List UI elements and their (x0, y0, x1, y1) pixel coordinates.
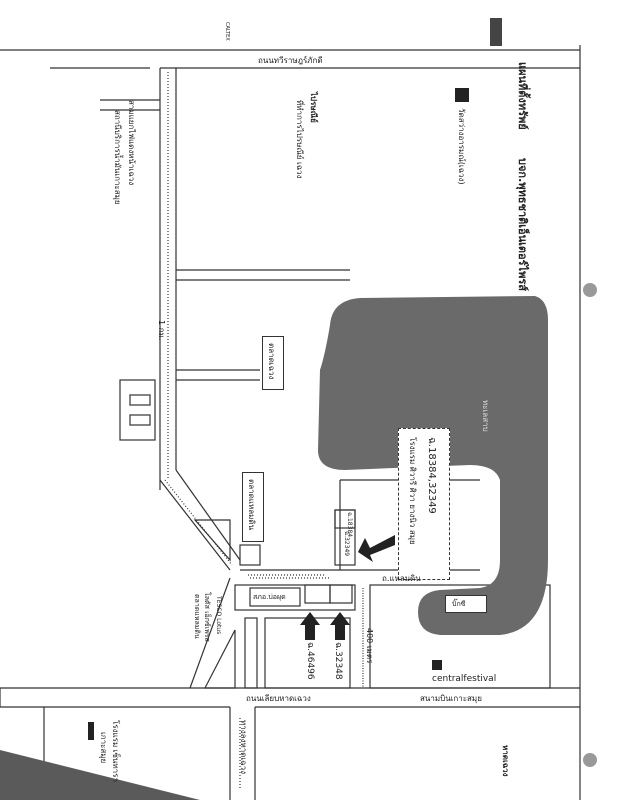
airport-road-label: สนามบินเกาะสมุย (420, 694, 482, 703)
tesco-line2: ตลาดแหลมดิน (193, 594, 201, 639)
hotel-line2: เกาะสมุย (99, 732, 108, 764)
tesco-label: TESCO Lotus (215, 596, 222, 635)
beach-label: หาดเฉวง (501, 745, 510, 777)
post-logo-label: ไปรษณีย์ (309, 92, 318, 123)
mcdonalds-icon (432, 660, 442, 670)
hotel-icon (88, 722, 94, 740)
diagonal-road (159, 479, 231, 571)
caltex-logo: CALTEX (224, 22, 230, 41)
deed-b-label: ฉ.32348 (333, 642, 343, 680)
central-festival-logo: centralfestival (432, 674, 497, 684)
distance-label: 1 กม. (157, 320, 166, 341)
property-deed-box: ฉ.18384,32349 โรงแรม ศิวารี ศิวา ยางนิว … (398, 428, 450, 580)
beach-access-label: ทางลงหาดเฉวง (239, 720, 248, 775)
market-chaweng-box: ตลาดเฉวง (262, 336, 284, 390)
deed-main-label: ฉ.18384,32349 (426, 437, 437, 514)
temple-label: วัดสว่างอารมณ์(เฉวง) (457, 108, 466, 185)
title-line1: แผนที่ตั้งทรัพย์ (516, 62, 529, 130)
distance-400-label: 400 เมตร (365, 628, 374, 664)
arrow-property (358, 535, 395, 562)
market-laemdin-label: ตลาดแหลมดิน (247, 479, 256, 531)
deed-desc-label: โรงแรม ศิวารี ศิวา ยางนิว สมุย (408, 437, 417, 545)
left-label-1: สามแยกไฟแดงหน้าเฉวง (127, 100, 136, 186)
market-chaweng-label: ตลาดเฉวง (267, 343, 276, 380)
title-line2: บจก.พุทธชาติเอ็นเตอร์ไพรส์ (516, 158, 529, 291)
tesco-logo (490, 18, 502, 46)
road-top-label: ถนนทวีราษฎร์ภักดี (258, 56, 323, 65)
sea-shape (0, 750, 200, 800)
market-laemdin-box: ตลาดแหลมดิน (242, 472, 264, 542)
laem-din-road-label: ถ.แหลมดิน (382, 574, 421, 583)
deed-a-label: ฉ.46496 (305, 642, 315, 680)
temple-icon (455, 88, 469, 102)
beach-road-label: ถนนเลียบหาดเฉวง (246, 694, 311, 703)
bigc-box: บิ๊กซี (445, 595, 487, 613)
police-label: สภอ.บ่อผุด (253, 593, 286, 601)
punch-hole (583, 283, 597, 297)
left-label-2: สถานีบริการน้ำมันเกาะสมุย (113, 110, 122, 205)
arrow-right (330, 612, 350, 640)
deed-small2: ฉ.32349 (343, 531, 350, 557)
lake-label: ทะเลสาบ (481, 400, 490, 432)
arrow-left (300, 612, 320, 640)
post-office-label: ที่ทำการไปรษณีย์ เฉวง (295, 100, 304, 179)
tesco-line: โลตัส เอ็กซ์เพรส (203, 592, 211, 642)
hotel-line1: โรงแรม เซ็นทารา (111, 720, 120, 782)
bigc-label: บิ๊กซี (452, 600, 466, 608)
